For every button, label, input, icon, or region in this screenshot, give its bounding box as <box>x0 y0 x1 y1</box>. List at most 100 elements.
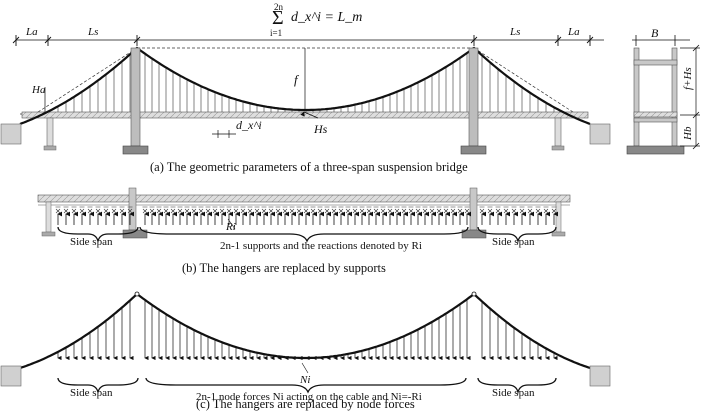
label-dx: d_x^i <box>236 118 262 132</box>
support-symbol <box>275 206 281 214</box>
deck-panel-a <box>21 111 589 119</box>
label-Hb: Hb <box>682 126 694 140</box>
brace-side-left <box>57 226 139 244</box>
support-symbol <box>95 206 101 214</box>
caption-a: (a) The geometric parameters of a three-… <box>150 160 468 174</box>
support-symbol <box>205 206 211 214</box>
support-symbol <box>503 206 509 214</box>
support-symbol <box>352 206 358 214</box>
formula-sigma: Σ <box>272 7 284 29</box>
support-symbol <box>247 206 253 214</box>
support-symbol <box>436 206 442 214</box>
support-symbol <box>119 206 125 214</box>
support-symbol <box>296 206 302 214</box>
panel-a <box>0 35 700 155</box>
support-symbol <box>55 206 61 214</box>
caption-c: (c) The hangers are replaced by node for… <box>196 397 415 411</box>
support-symbol <box>422 206 428 214</box>
support-symbol <box>373 206 379 214</box>
caption-b: (b) The hangers are replaced by supports <box>182 261 386 275</box>
side-span-left-c: Side span <box>70 387 113 399</box>
support-symbol <box>401 206 407 214</box>
label-Hs: Hs <box>314 122 328 136</box>
label-La-right: La <box>568 26 580 38</box>
support-symbol <box>177 206 183 214</box>
formula-sum-bottom: i=1 <box>270 28 283 38</box>
label-Ha: Ha <box>32 84 46 96</box>
side-span-left-b: Side span <box>70 236 113 248</box>
label-La-left: La <box>26 26 38 38</box>
panel-c <box>0 291 611 395</box>
support-symbol <box>519 206 525 214</box>
hs-arrow <box>300 111 319 119</box>
support-symbol <box>111 206 117 214</box>
pier-left <box>46 117 54 147</box>
support-symbol <box>511 206 517 214</box>
panel-b <box>37 187 571 244</box>
anchorage-left-c <box>0 365 22 387</box>
support-symbol <box>338 206 344 214</box>
brace-side-right <box>477 226 557 244</box>
support-symbol <box>317 206 323 214</box>
supports-panel-b <box>55 206 558 225</box>
support-symbol <box>457 206 463 214</box>
dx-dimension <box>212 130 236 138</box>
brace-middle-c <box>145 377 467 394</box>
pier-right <box>554 117 562 147</box>
anchorage-right-c <box>589 365 611 387</box>
support-symbol <box>443 206 449 214</box>
label-f: f <box>294 72 298 87</box>
formula-expression: d_x^i = L_m <box>291 10 363 25</box>
support-symbol <box>219 206 225 214</box>
side-span-right-c: Side span <box>492 387 535 399</box>
support-symbol <box>359 206 365 214</box>
side-span-right-b: Side span <box>492 236 535 248</box>
support-symbol <box>87 206 93 214</box>
support-symbol <box>464 206 470 214</box>
support-symbol <box>535 206 541 214</box>
support-symbol <box>79 206 85 214</box>
brace-side-right-c <box>477 377 557 395</box>
tower-left <box>122 47 149 155</box>
support-symbol <box>233 206 239 214</box>
support-symbol <box>254 206 260 214</box>
support-symbol <box>149 206 155 214</box>
support-symbol <box>184 206 190 214</box>
label-f-plus-Hs: f+Hs <box>682 67 694 90</box>
node-forces-panel-c <box>57 299 558 361</box>
support-symbol <box>387 206 393 214</box>
support-symbol <box>450 206 456 214</box>
middle-label-b: 2n-1 supports and the reactions denoted … <box>220 240 422 252</box>
support-symbol <box>282 206 288 214</box>
support-symbol <box>240 206 246 214</box>
support-symbol <box>394 206 400 214</box>
support-symbol <box>289 206 295 214</box>
support-symbol <box>310 206 316 214</box>
support-symbol <box>63 206 69 214</box>
support-symbol <box>198 206 204 214</box>
label-Ls-right: Ls <box>510 26 521 38</box>
support-symbol <box>71 206 77 214</box>
label-B: B <box>651 26 659 40</box>
support-symbol <box>366 206 372 214</box>
support-symbol <box>303 206 309 214</box>
support-symbol <box>495 206 501 214</box>
support-symbol <box>156 206 162 214</box>
support-symbol <box>163 206 169 214</box>
anchorage-right <box>589 123 611 145</box>
support-symbol <box>170 206 176 214</box>
anchorage-left <box>0 123 22 145</box>
support-symbol <box>479 206 485 214</box>
main-cable-panel-c <box>19 292 591 370</box>
support-symbol <box>543 206 549 214</box>
support-symbol <box>142 206 148 214</box>
support-symbol <box>191 206 197 214</box>
support-symbol <box>429 206 435 214</box>
support-symbol <box>345 206 351 214</box>
support-symbol <box>226 206 232 214</box>
support-symbol <box>268 206 274 214</box>
middle-label-c: 2n-1 node forces Ni acting on the cable … <box>196 391 422 403</box>
label-Ni: Ni <box>300 374 311 386</box>
support-symbol <box>408 206 414 214</box>
